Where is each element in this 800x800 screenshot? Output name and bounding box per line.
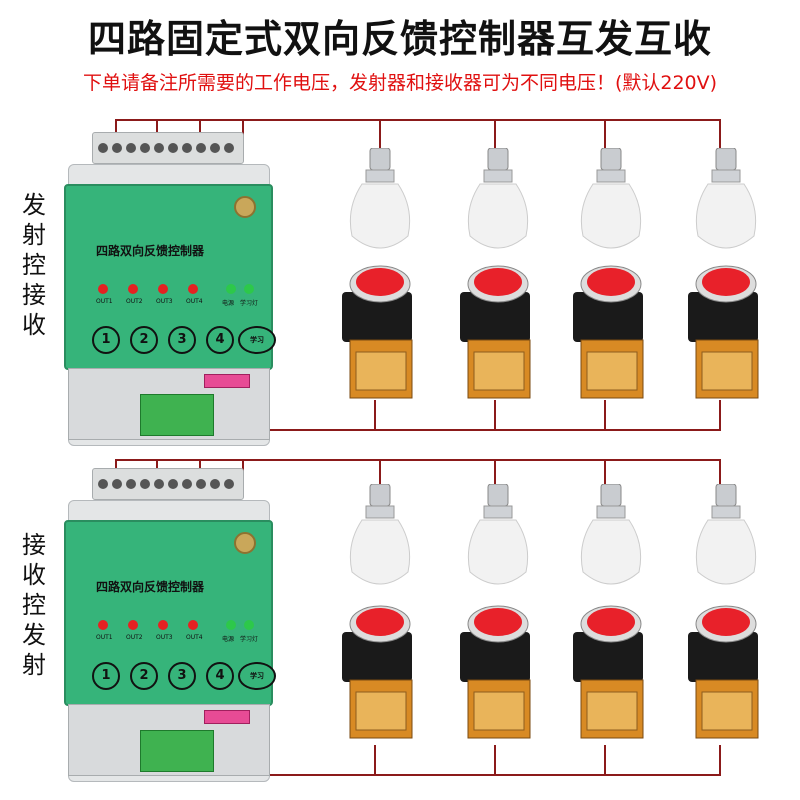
light-bulb-icon <box>573 147 649 258</box>
input-terminal-block <box>140 394 214 436</box>
out1-label: OUT1 <box>96 634 113 641</box>
out2-label: OUT2 <box>126 634 143 641</box>
control-panel: 四路双向反馈控制器 OUT1 OUT2 OUT3 OUT4 电源 学习灯 1 2… <box>64 184 276 370</box>
control-panel: 四路双向反馈控制器 OUT1 OUT2 OUT3 OUT4 电源 学习灯 1 2… <box>64 520 276 706</box>
input-terminal-block <box>140 730 214 772</box>
power-label: 电源 <box>222 300 235 307</box>
light-bulb-icon <box>688 147 764 258</box>
push-button-icon <box>332 602 442 752</box>
button-3[interactable]: 3 <box>168 662 196 690</box>
light-bulb-icon <box>460 483 536 594</box>
page-subtitle: 下单请备注所需要的工作电压，发射器和接收器可为不同电压！(默认220V) <box>82 72 718 94</box>
module-name: 四路双向反馈控制器 <box>96 244 205 258</box>
controller-module-top: 四路双向反馈控制器 OUT1 OUT2 OUT3 OUT4 电源 学习灯 1 2… <box>64 132 276 446</box>
out3-label: OUT3 <box>156 298 173 305</box>
out1-label: OUT1 <box>96 298 113 305</box>
light-bulb-icon <box>573 483 649 594</box>
light-bulb-icon <box>688 483 764 594</box>
dip-switch[interactable] <box>204 374 250 388</box>
learn-led <box>244 620 254 630</box>
power-led <box>226 284 236 294</box>
section-label-receive: 接收 控发 射 <box>22 531 46 679</box>
button-3[interactable]: 3 <box>168 326 196 354</box>
learn-led-label: 学习灯 <box>240 300 259 307</box>
out4-led <box>188 284 198 294</box>
power-label: 电源 <box>222 636 235 643</box>
out3-led <box>158 620 168 630</box>
push-button-icon <box>332 262 442 412</box>
section-label-transmit: 发射 控接 收 <box>22 191 46 339</box>
button-4[interactable]: 4 <box>206 662 234 690</box>
dip-switch[interactable] <box>204 710 250 724</box>
button-2[interactable]: 2 <box>130 326 158 354</box>
out4-label: OUT4 <box>186 298 203 305</box>
push-button-icon <box>450 602 560 752</box>
module-name: 四路双向反馈控制器 <box>96 580 205 594</box>
out1-led <box>98 620 108 630</box>
out3-led <box>158 284 168 294</box>
terminal-strip <box>92 132 244 164</box>
page-title: 四路固定式双向反馈控制器互发互收 <box>87 17 712 61</box>
light-bulb-icon <box>460 147 536 258</box>
learn-led <box>244 284 254 294</box>
light-bulb-icon <box>342 147 418 258</box>
push-button-icon <box>678 602 788 752</box>
light-bulb-icon <box>342 483 418 594</box>
button-1[interactable]: 1 <box>92 662 120 690</box>
controller-module-bottom: 四路双向反馈控制器 OUT1 OUT2 OUT3 OUT4 电源 学习灯 1 2… <box>64 468 276 782</box>
terminal-strip <box>92 468 244 500</box>
out2-label: OUT2 <box>126 298 143 305</box>
out2-led <box>128 284 138 294</box>
out3-label: OUT3 <box>156 634 173 641</box>
out4-label: OUT4 <box>186 634 203 641</box>
push-button-icon <box>563 602 673 752</box>
button-2[interactable]: 2 <box>130 662 158 690</box>
button-4[interactable]: 4 <box>206 326 234 354</box>
out1-led <box>98 284 108 294</box>
push-button-icon <box>450 262 560 412</box>
antenna-icon <box>234 532 256 554</box>
push-button-icon <box>563 262 673 412</box>
button-1[interactable]: 1 <box>92 326 120 354</box>
learn-button[interactable]: 学习 <box>238 326 276 354</box>
push-button-icon <box>678 262 788 412</box>
out2-led <box>128 620 138 630</box>
learn-led-label: 学习灯 <box>240 636 259 643</box>
power-led <box>226 620 236 630</box>
antenna-icon <box>234 196 256 218</box>
out4-led <box>188 620 198 630</box>
learn-button[interactable]: 学习 <box>238 662 276 690</box>
